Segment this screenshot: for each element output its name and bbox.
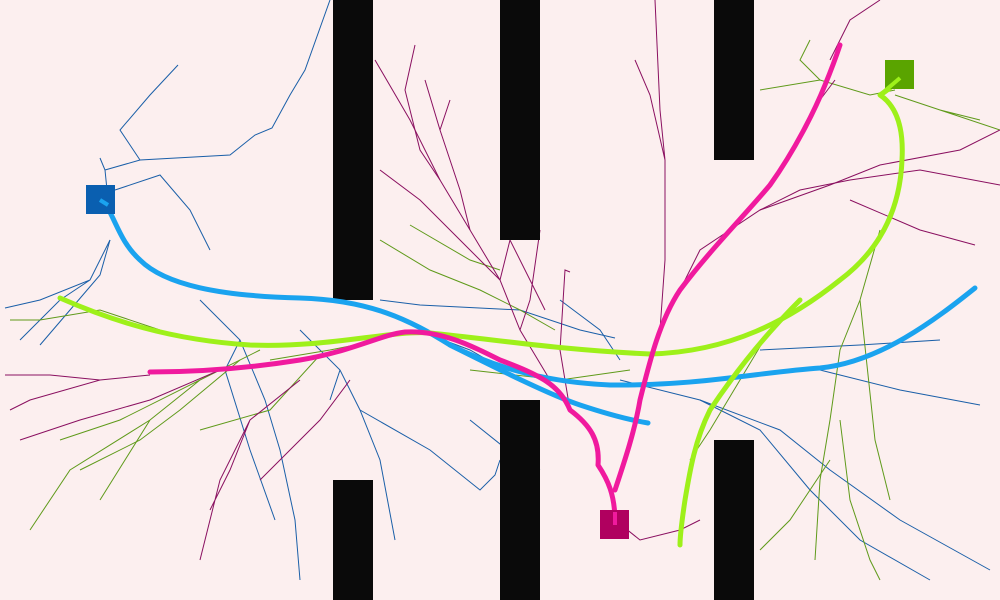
magenta-solution-path [147,329,618,525]
wall-top-middle [500,0,540,240]
green-solution-path-branch [677,297,803,548]
magenta-solution-path-branch [612,42,843,493]
wall-top-right [714,0,754,160]
walls [333,0,754,600]
solution-paths [57,42,978,548]
wall-bottom-middle [500,400,540,600]
blue-marker-stub [98,198,110,207]
wall-top-left [333,0,373,300]
green-solution-path [57,72,905,357]
wall-bottom-left [333,480,373,600]
wall-bottom-right [714,440,754,600]
green-marker-stub [878,76,902,97]
blue-solution-path-branch [447,342,651,426]
